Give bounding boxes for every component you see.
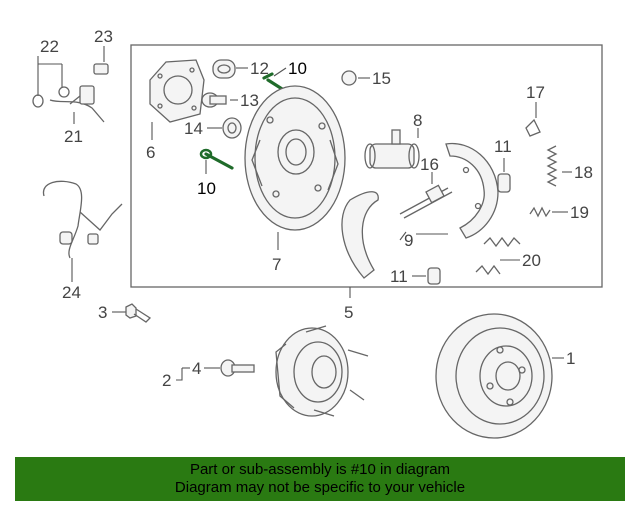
part-5-hub-assembly [275,325,369,417]
part-22-clips [32,56,70,108]
callout-18: 18 [574,163,593,182]
callout-1: 1 [566,349,575,368]
part-16-adjuster [399,172,453,219]
part-19-spring [529,206,568,218]
banner-line-1: Part or sub-assembly is #10 in diagram [189,461,451,478]
callout-23: 23 [94,27,113,46]
callout-7: 7 [272,255,281,274]
callout-14: 14 [184,119,203,138]
part-24-sensor-cable [42,180,123,282]
callout-20: 20 [522,251,541,270]
callout-5: 5 [344,303,353,322]
callout-22: 22 [40,37,59,56]
part-17-clip [525,102,541,137]
callout-6: 6 [146,143,155,162]
part-6-gasket [149,59,205,140]
callout-10-upper: 10 [288,59,307,78]
callout-10-lower: 10 [197,179,216,198]
callout-21: 21 [64,127,83,146]
callout-2: 2 [162,371,171,390]
callout-11-upper: 11 [494,137,512,156]
part-10-bolt-lower [199,148,234,174]
part-9-brake-shoes [341,142,499,279]
part-21-harness [49,85,105,124]
part-12-plug [212,59,248,79]
part-11-hold-down-lower [412,267,441,285]
part-7-backing-plate [244,85,346,250]
callout-15: 15 [372,69,391,88]
part-20-springs [475,236,521,276]
part-3-bolt [112,303,152,323]
callout-24: 24 [62,283,81,302]
callout-19: 19 [570,203,589,222]
part-14-grommet [207,117,242,139]
part-15-plug [341,70,370,86]
callout-12: 12 [250,59,269,78]
part-4-stud [176,359,255,381]
assembly-box [130,44,603,288]
callout-3: 3 [98,303,107,322]
part-8-wheel-cylinder [364,128,420,169]
part-11-hold-down-upper [497,158,511,193]
info-banner: Part or sub-assembly is #10 in diagram D… [15,457,625,501]
callout-17: 17 [526,83,545,102]
callout-13: 13 [240,91,259,110]
part-18-spring [546,145,572,187]
parts-diagram: 1 2 3 4 5 6 7 8 9 10 10 11 11 12 13 14 1… [32,27,603,439]
callout-9: 9 [404,231,413,250]
callout-16: 16 [420,155,439,174]
callout-4: 4 [192,359,201,378]
part-1-brake-drum [435,313,564,439]
callout-8: 8 [413,111,422,130]
part-13-pin [201,92,238,108]
banner-line-2: Diagram may not be specific to your vehi… [174,479,466,496]
part-23-bolt [93,46,109,75]
callout-11-lower: 11 [390,267,408,286]
